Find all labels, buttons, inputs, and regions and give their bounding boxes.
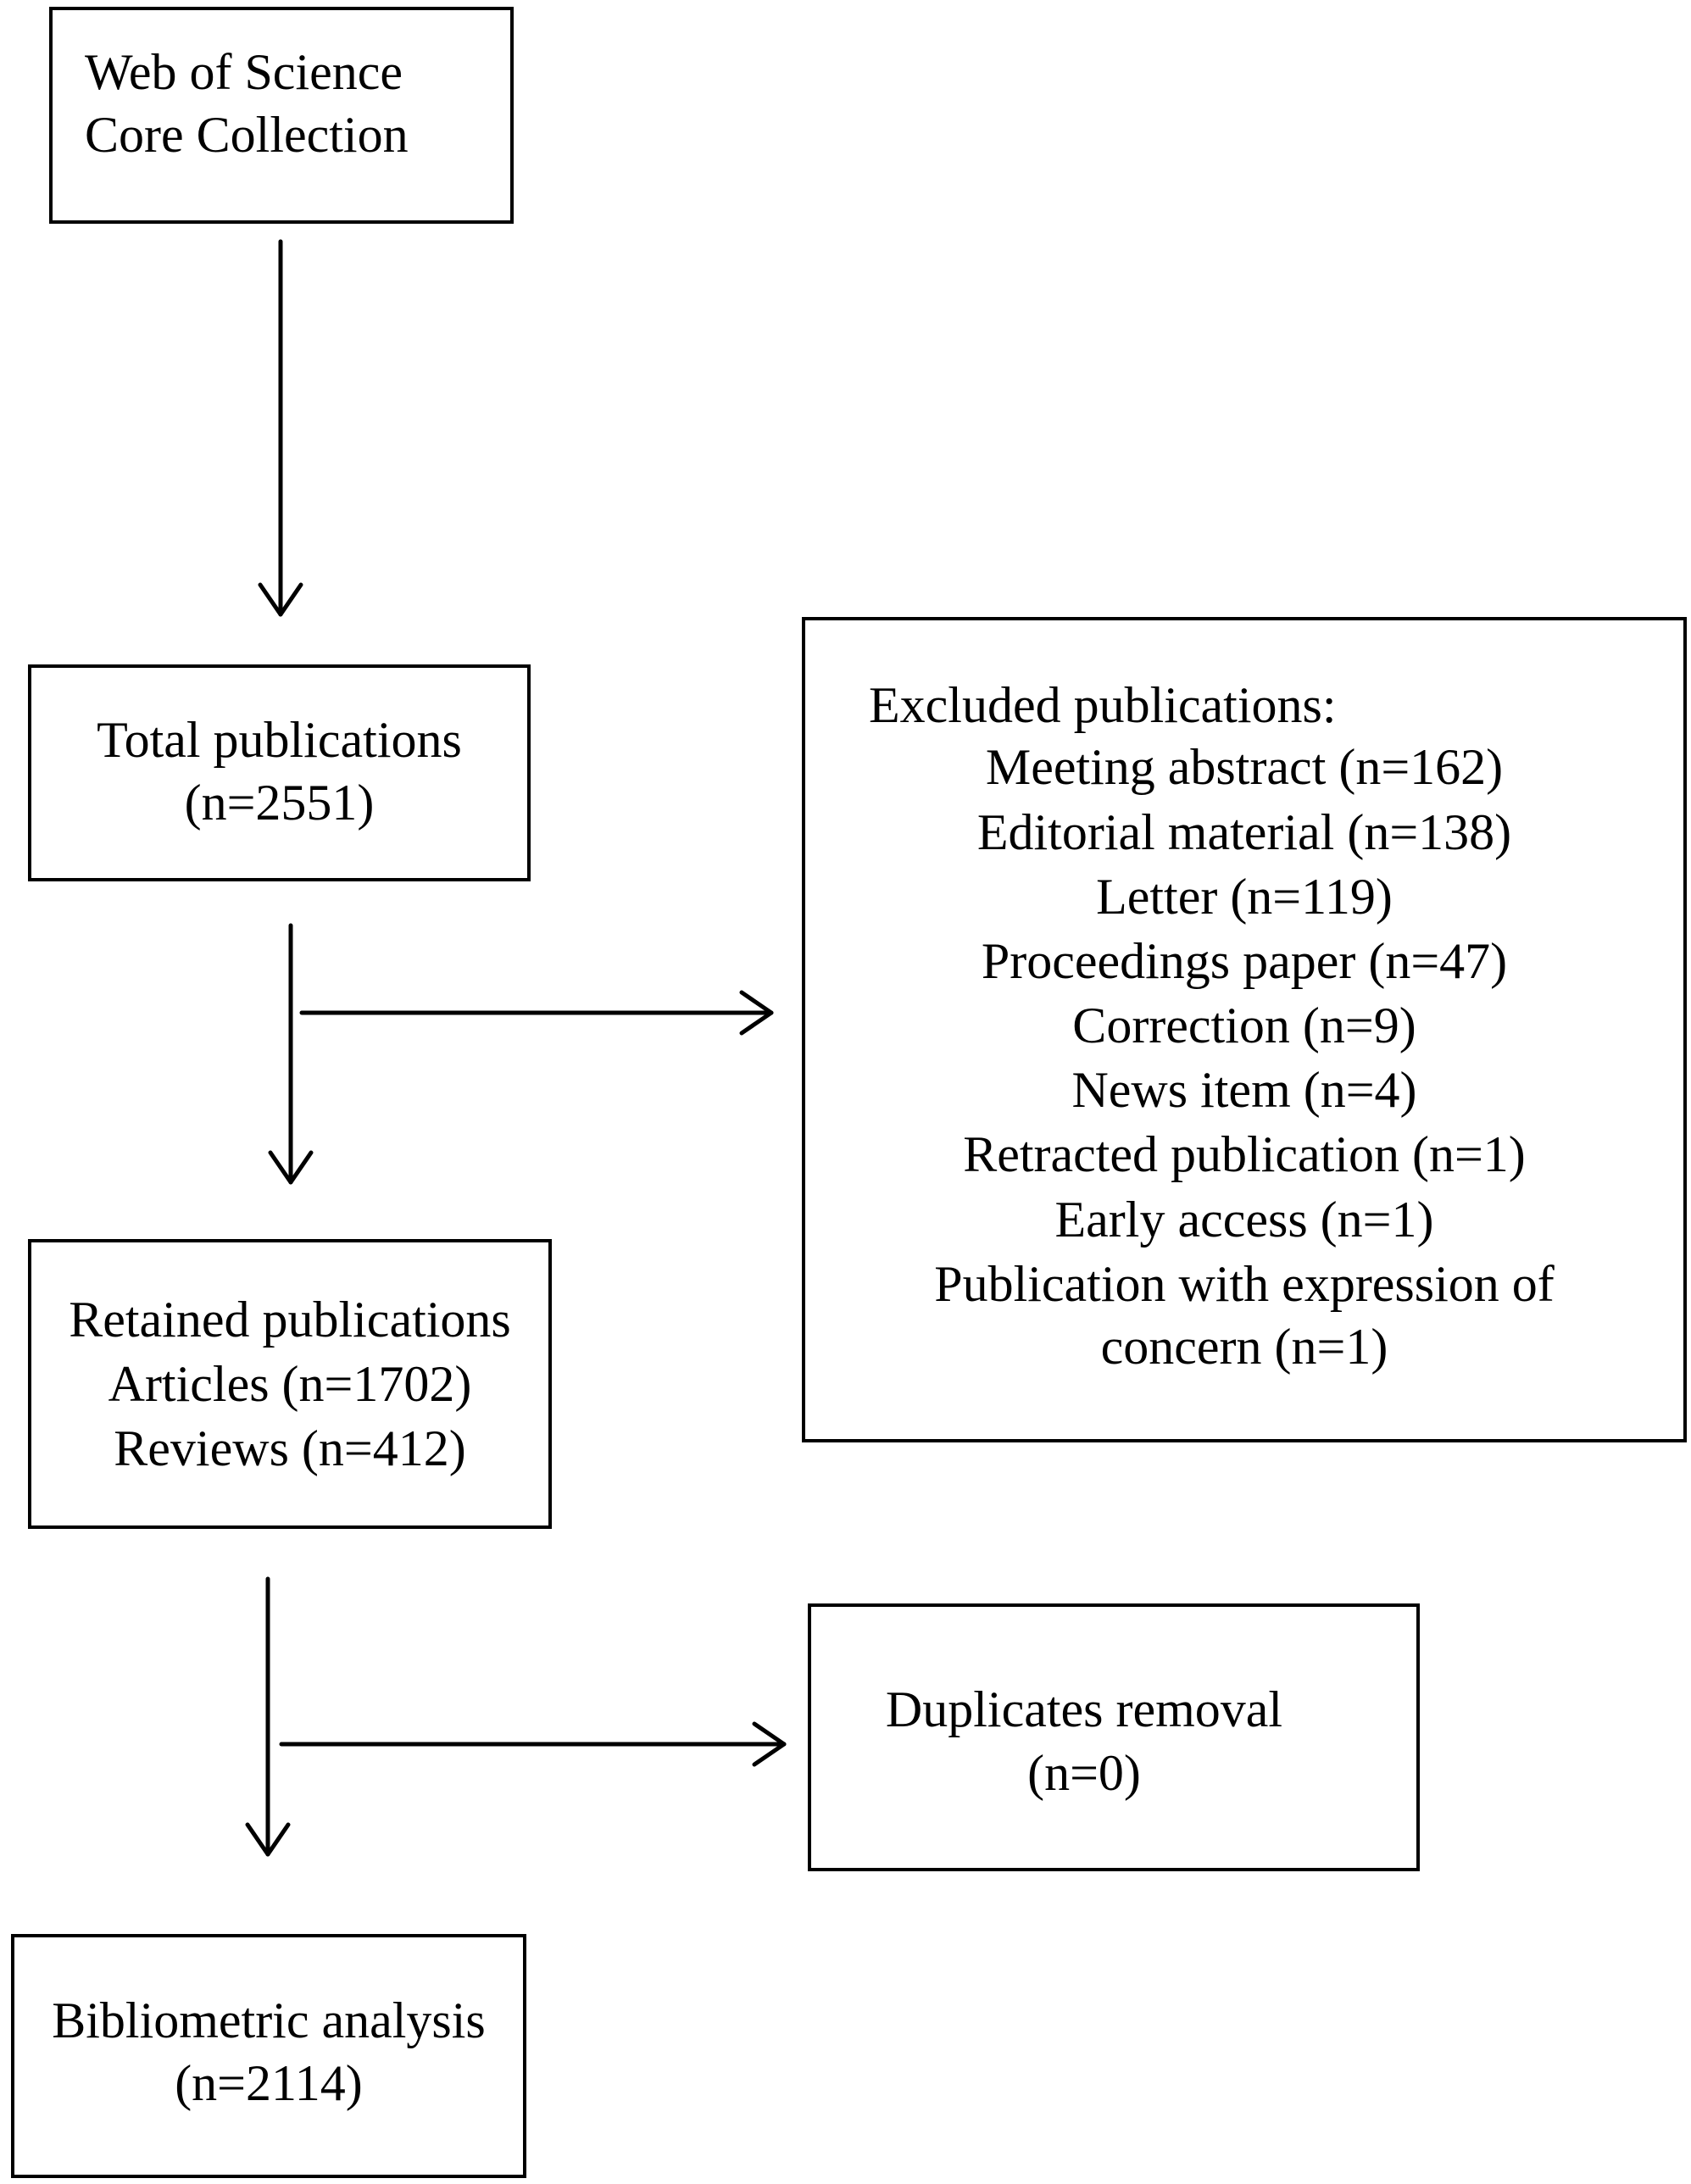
excluded-item: Meeting abstract (n=162) <box>985 739 1504 795</box>
source-line-1: Web of Science <box>85 44 403 100</box>
excluded-item: Correction (n=9) <box>1072 998 1416 1053</box>
excluded-heading: Excluded publications: <box>869 677 1337 733</box>
excluded-item: concern (n=1) <box>1100 1319 1388 1375</box>
source-box <box>49 7 514 224</box>
total-line-2: (n=2551) <box>184 775 375 831</box>
duplicates-box <box>808 1603 1420 1871</box>
excluded-item: Retracted publication (n=1) <box>963 1126 1526 1182</box>
source-line-2: Core Collection <box>85 107 409 163</box>
final-box <box>11 1934 526 2178</box>
excluded-item: Proceedings paper (n=47) <box>981 933 1508 989</box>
retained-box <box>28 1239 552 1529</box>
final-line-2: (n=2114) <box>175 2055 363 2111</box>
excluded-item: Early access (n=1) <box>1054 1192 1434 1248</box>
arrow-to-excluded <box>299 990 774 1036</box>
arrow-source-to-total <box>258 239 303 617</box>
total-box <box>28 664 531 881</box>
arrow-to-duplicates <box>279 1721 787 1767</box>
retained-line-3: Reviews (n=412) <box>114 1420 466 1476</box>
duplicates-line-1: Duplicates removal <box>885 1681 1283 1737</box>
excluded-item: Letter (n=119) <box>1096 869 1393 925</box>
final-line-1: Bibliometric analysis <box>52 1992 486 2048</box>
total-line-1: Total publications <box>97 712 462 768</box>
excluded-item: News item (n=4) <box>1071 1062 1417 1118</box>
retained-line-2: Articles (n=1702) <box>108 1356 472 1412</box>
excluded-item: Editorial material (n=138) <box>976 804 1512 860</box>
arrow-retained-to-final <box>245 1576 291 1857</box>
excluded-item: Publication with expression of <box>934 1256 1555 1312</box>
duplicates-line-2: (n=0) <box>1027 1745 1141 1801</box>
retained-line-1: Retained publications <box>69 1292 511 1348</box>
arrow-total-to-retained <box>268 923 314 1185</box>
excluded-box <box>802 617 1687 1442</box>
